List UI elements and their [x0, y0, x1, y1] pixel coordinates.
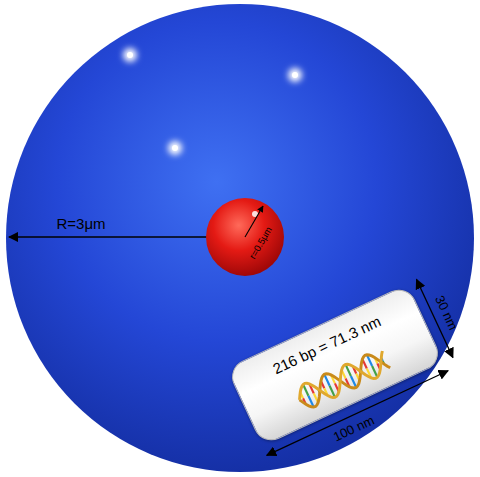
- node-label: R=3μm: [56, 216, 105, 233]
- inner-sphere: r=0.5μm: [205, 197, 285, 277]
- outer-sphere: R=3μmr=0.5μm216 bp = 71.3 nm: [5, 3, 475, 473]
- sphere-shape: [205, 197, 285, 277]
